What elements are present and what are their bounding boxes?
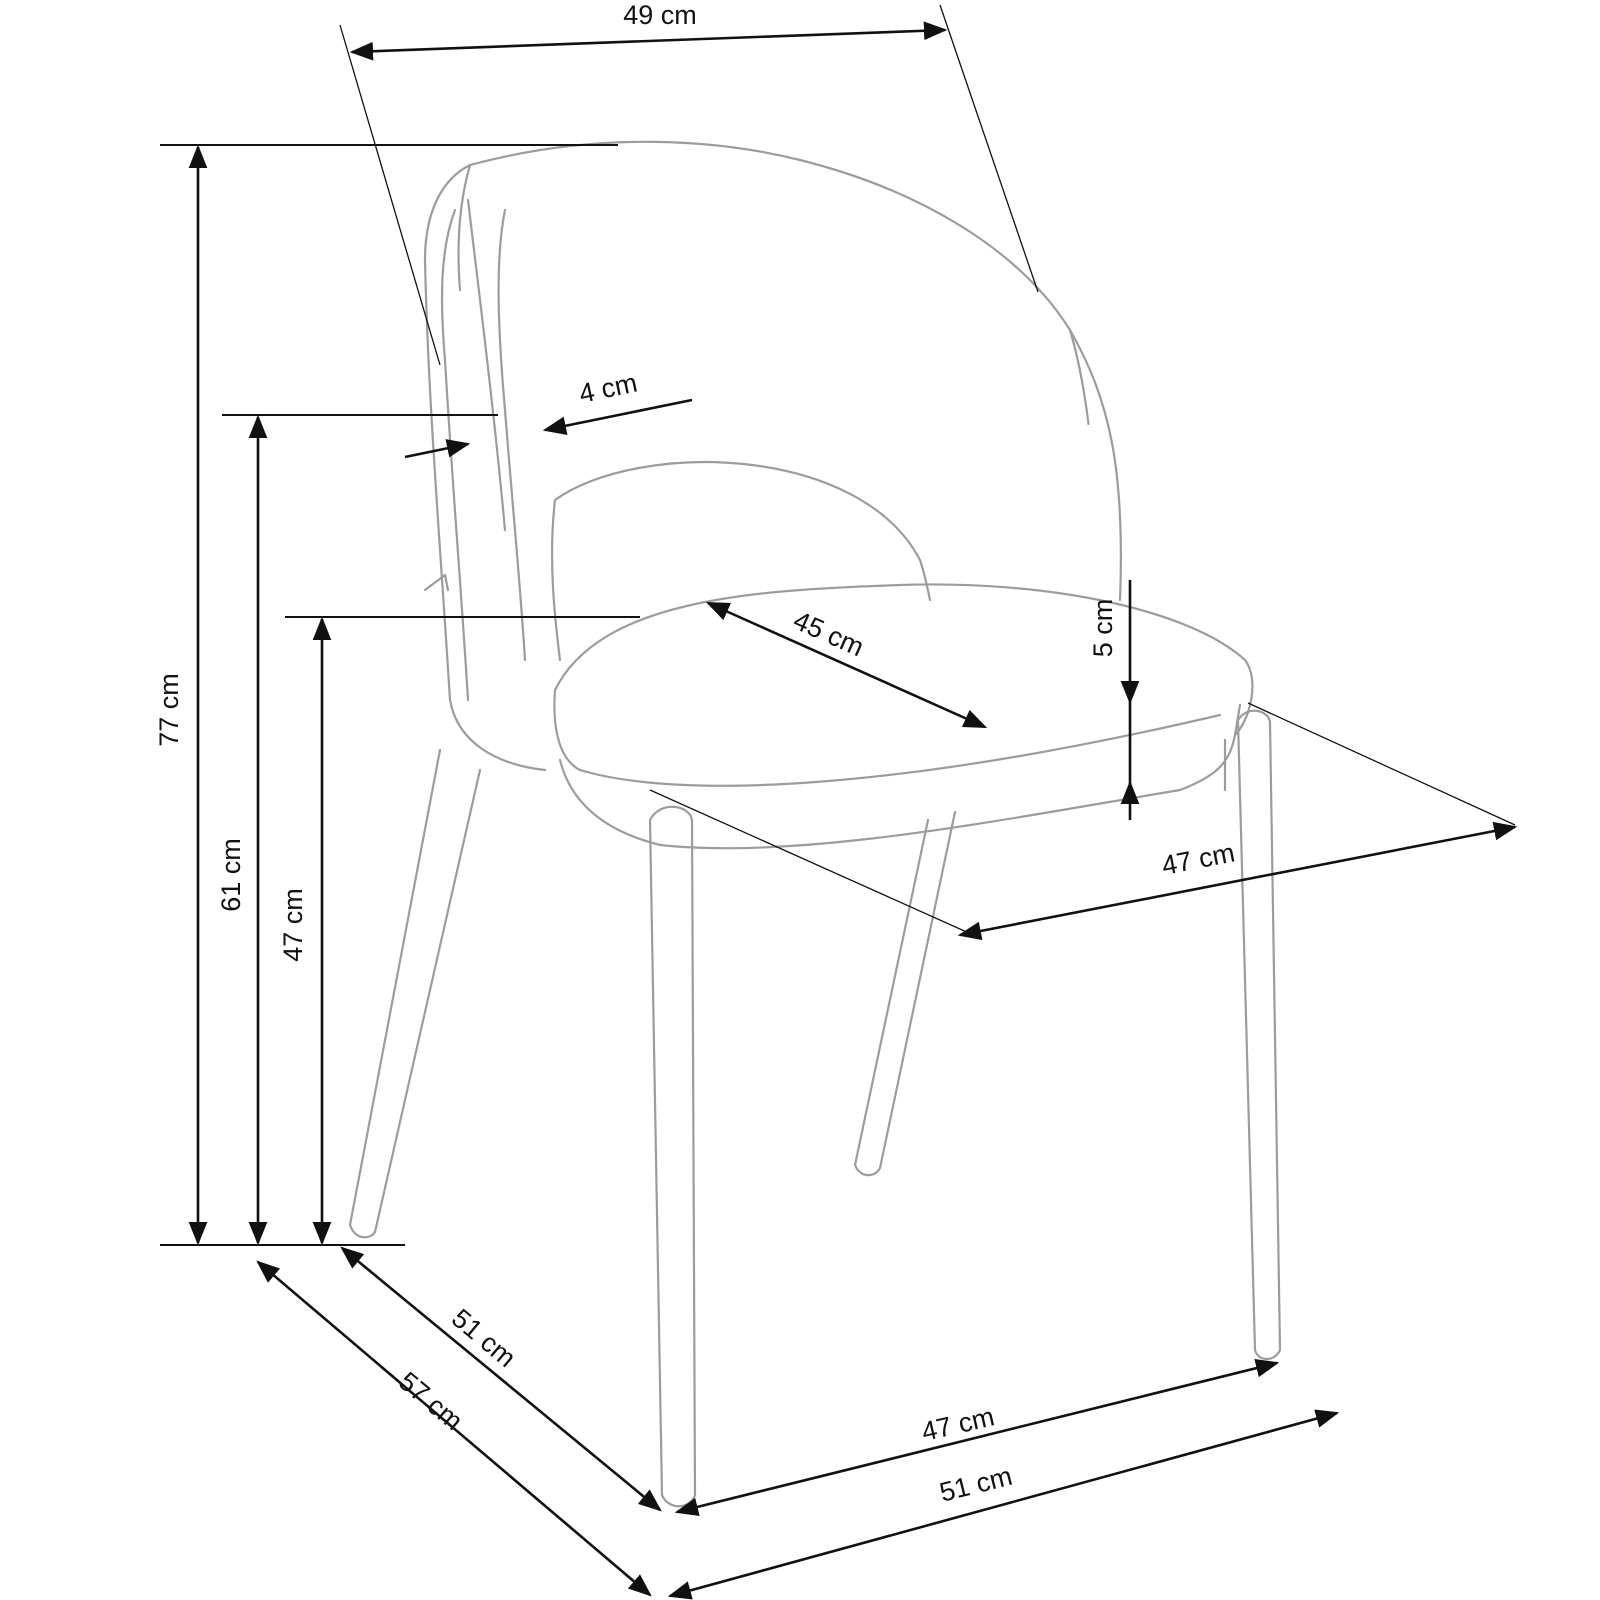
dimension-backrest-height: 61 cm — [216, 414, 498, 1246]
label-51cm-depth: 51 cm — [446, 1303, 522, 1373]
dimension-total-depth: 57 cm — [256, 1260, 652, 1597]
rear-left-leg — [348, 748, 482, 1239]
label-5cm: 5 cm — [1088, 599, 1118, 658]
dimension-total-height: 77 cm — [154, 144, 618, 1246]
front-left-leg — [648, 805, 697, 1508]
dimension-seat-thickness: 5 cm — [1088, 580, 1140, 820]
rear-right-leg — [853, 810, 957, 1177]
label-51cm-width: 51 cm — [937, 1461, 1016, 1508]
backrest-opening — [553, 460, 932, 602]
dimension-leg-depth: 51 cm — [340, 1246, 662, 1512]
label-45cm: 45 cm — [789, 605, 868, 662]
label-49cm: 49 cm — [623, 0, 697, 30]
label-47cm-leg-width: 47 cm — [919, 1401, 997, 1447]
label-77cm: 77 cm — [154, 673, 184, 747]
seat-cushion — [553, 583, 1254, 737]
dimension-backrest-width: 49 cm — [339, 0, 1039, 366]
label-61cm: 61 cm — [216, 838, 246, 912]
dimension-seat-depth: 45 cm — [705, 601, 988, 729]
label-47cm-seat-height: 47 cm — [278, 888, 308, 962]
backrest-shell — [468, 140, 1123, 602]
front-right-leg — [1236, 709, 1282, 1361]
label-57cm: 57 cm — [393, 1366, 469, 1436]
label-47cm-seat-width: 47 cm — [1159, 837, 1237, 880]
backrest-left-edge — [423, 163, 547, 772]
label-4cm: 4 cm — [576, 367, 639, 409]
chair-drawing — [348, 140, 1282, 1508]
dimension-seat-width: 47 cm — [649, 702, 1518, 941]
dimension-total-width: 51 cm — [667, 1409, 1340, 1600]
dimension-seat-height: 47 cm — [278, 616, 640, 1246]
